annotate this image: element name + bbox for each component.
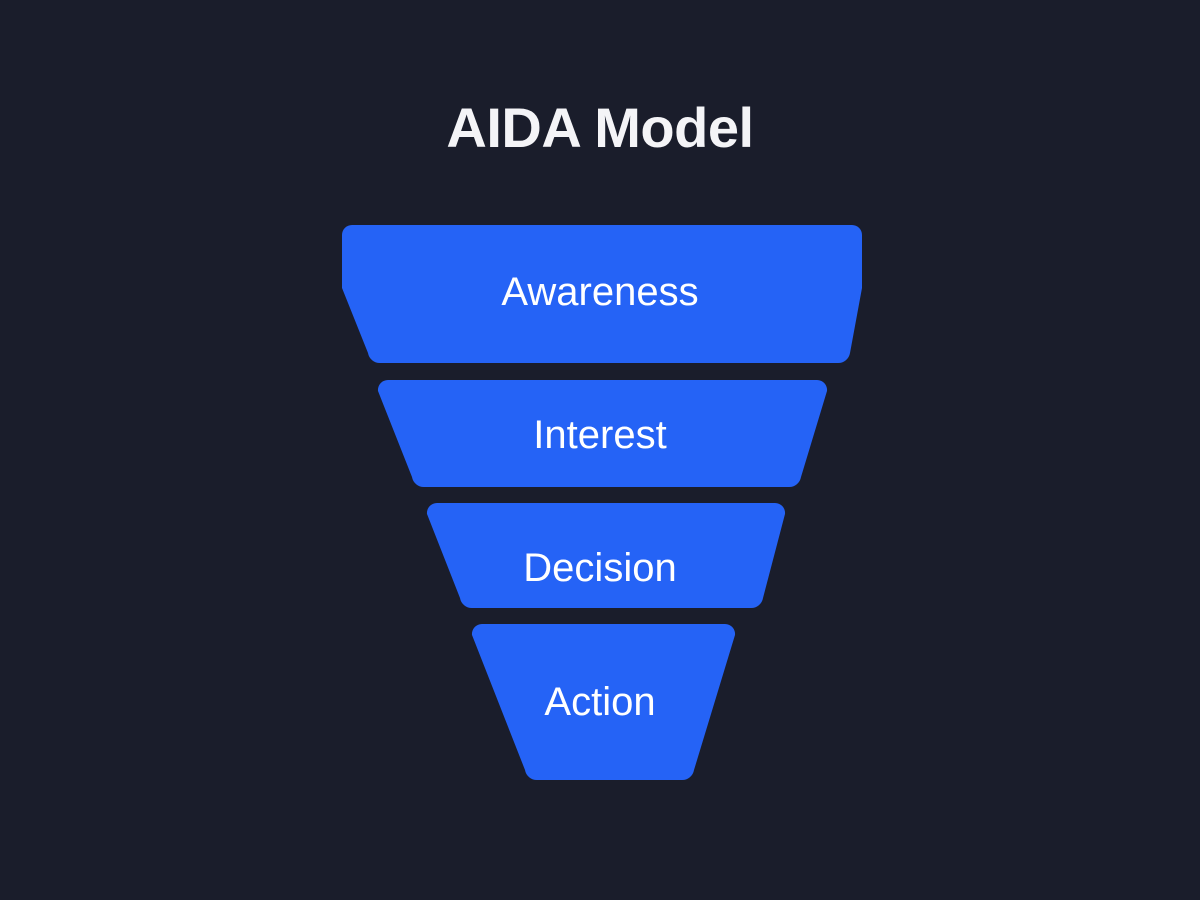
funnel-segment-decision[interactable] <box>426 502 786 609</box>
funnel-segment-interest[interactable] <box>377 379 828 488</box>
funnel-segment-action[interactable] <box>471 623 736 781</box>
funnel-segment-awareness[interactable] <box>342 225 862 364</box>
page-title: AIDA Model <box>446 96 754 159</box>
